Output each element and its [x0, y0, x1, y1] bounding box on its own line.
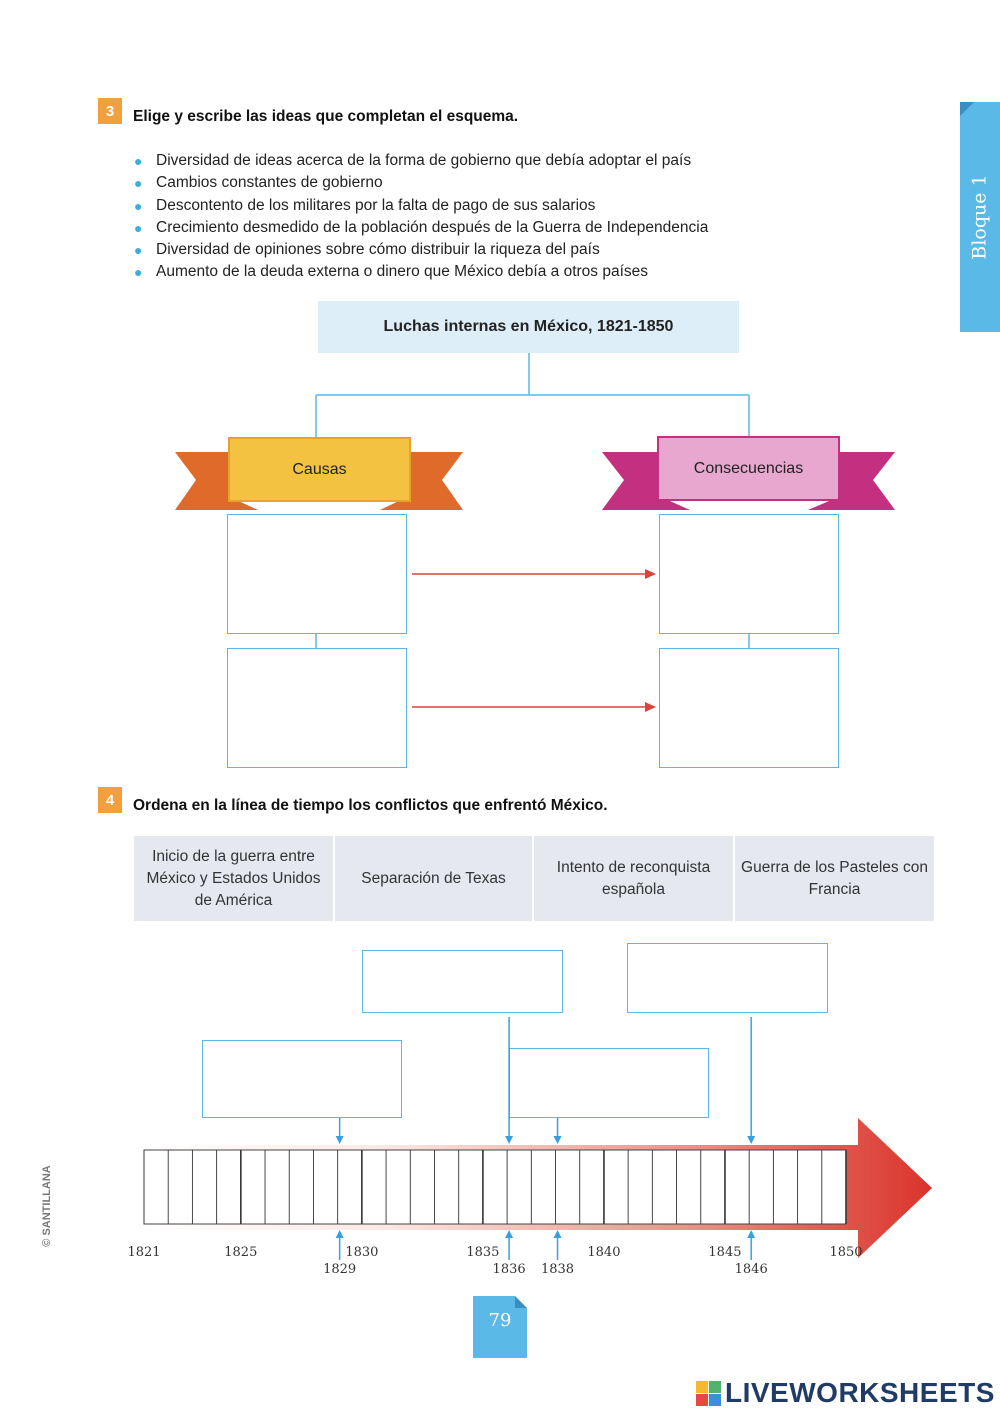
bullet-icon: ●: [134, 197, 143, 214]
marked-year-label: 1846: [735, 1262, 768, 1277]
causas-ribbon-right: [380, 452, 463, 510]
timeline-year-label: 1840: [587, 1245, 620, 1260]
consequence-answer-box-2[interactable]: [659, 648, 839, 768]
option-item: ●Descontento de los militares por la fal…: [132, 195, 892, 217]
causas-label: Causas: [228, 437, 411, 502]
cause-answer-box-1[interactable]: [227, 514, 407, 634]
year-marker-arrowhead: [553, 1230, 562, 1238]
exercise-3-instruction: Elige y escribe las ideas que completan …: [133, 108, 519, 125]
consecuencias-ribbon-left: [602, 452, 690, 510]
timeline: 1829 1836 1838 1846 1821 1825 1830 1835 1840 184…: [127, 1017, 932, 1277]
timeline-year-label: 1835: [466, 1245, 499, 1260]
exercise-4-badge: 4: [98, 787, 122, 813]
bullet-icon: ●: [134, 242, 143, 259]
bullet-icon: ●: [134, 175, 143, 192]
option-item: ●Diversidad de ideas acerca de la forma …: [132, 150, 892, 172]
box-connector-arrowhead: [747, 1136, 756, 1144]
box-connector-arrowhead: [505, 1136, 514, 1144]
bullet-icon: ●: [134, 219, 143, 236]
event-option-1: Inicio de la guerra entre México y Estad…: [134, 836, 333, 921]
bloque-tab: Bloque 1: [960, 102, 1000, 332]
bullet-icon: ●: [134, 264, 143, 281]
option-item: ●Cambios constantes de gobierno: [132, 172, 892, 194]
bullet-icon: ●: [134, 153, 143, 169]
page-corner-fold: [515, 1296, 527, 1308]
diagram-connectors: [175, 353, 895, 712]
timeline-year-label: 1825: [224, 1245, 257, 1260]
consecuencias-label: Consecuencias: [657, 436, 840, 501]
event-option-4: Guerra de los Pasteles con Francia: [735, 836, 934, 921]
exercise-3-badge: 3: [98, 98, 122, 124]
timeline-year-label: 1850: [829, 1245, 862, 1260]
box-connector-arrowhead: [335, 1136, 344, 1144]
diagram-title: Luchas internas en México, 1821-1850: [318, 301, 739, 353]
timeline-bar: [143, 1149, 847, 1225]
timeline-year-label: 1821: [127, 1245, 160, 1260]
timeline-year-label: 1845: [708, 1245, 741, 1260]
consecuencias-ribbon-right: [808, 452, 895, 510]
marked-year-label: 1836: [493, 1262, 526, 1277]
brand-icon: [696, 1380, 721, 1406]
event-option-2: Separación de Texas: [335, 836, 532, 921]
year-marker-arrowhead: [747, 1230, 756, 1238]
option-item: ●Diversidad de opiniones sobre cómo dist…: [132, 239, 892, 261]
year-marker-arrowhead: [335, 1230, 344, 1238]
timeline-box-1829[interactable]: [202, 1040, 402, 1118]
marked-year-label: 1838: [541, 1262, 574, 1277]
marked-year-label: 1829: [323, 1262, 356, 1277]
tab-fold: [960, 102, 974, 116]
box-connector-arrowhead: [553, 1136, 562, 1144]
timeline-year-label: 1830: [345, 1245, 378, 1260]
brand-logo: LIVEWORKSHEETS: [696, 1377, 995, 1408]
timeline-box-1836[interactable]: [362, 950, 563, 1013]
exercise-4-instruction: Ordena en la línea de tiempo los conflic…: [133, 797, 608, 814]
cause-answer-box-2[interactable]: [227, 648, 407, 768]
option-item: ●Aumento de la deuda externa o dinero qu…: [132, 261, 892, 283]
timeline-box-1838[interactable]: [509, 1048, 709, 1118]
timeline-box-1846[interactable]: [627, 943, 828, 1013]
causas-ribbon-left: [175, 452, 258, 510]
option-item: ●Crecimiento desmedido de la población d…: [132, 217, 892, 239]
event-option-3: Intento de reconquista española: [534, 836, 733, 921]
copyright-notice: © SANTILLANA: [41, 1165, 53, 1247]
brand-name: LIVEWORKSHEETS: [725, 1377, 995, 1408]
arrow-head-2: [645, 702, 656, 712]
year-marker-arrowhead: [505, 1230, 514, 1238]
page-number-tab: 79: [473, 1296, 527, 1358]
arrow-head-1: [645, 569, 656, 579]
consequence-answer-box-1[interactable]: [659, 514, 839, 634]
options-list: ●Diversidad de ideas acerca de la forma …: [132, 150, 892, 284]
